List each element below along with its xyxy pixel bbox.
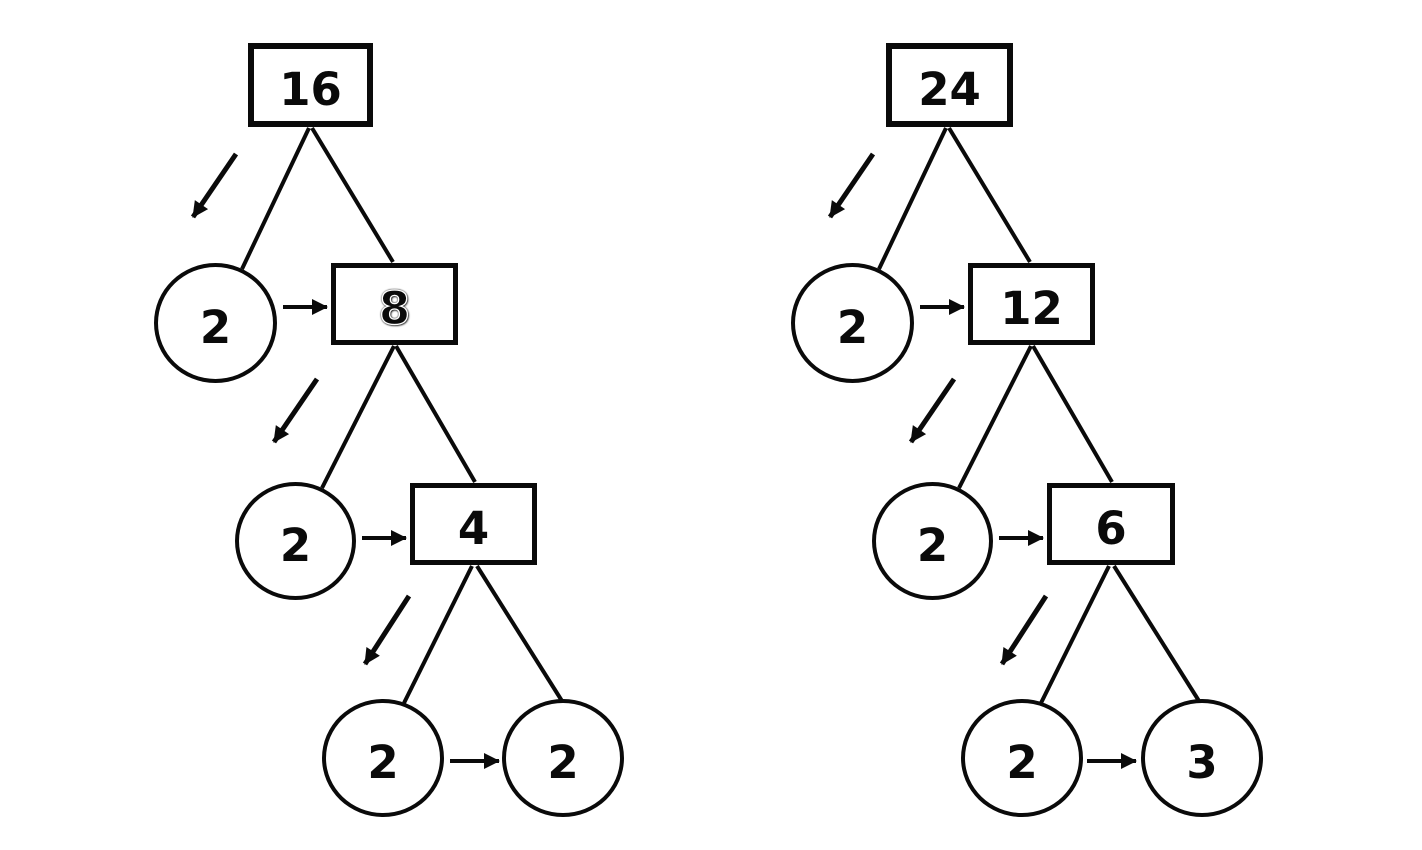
tree-16-quotient-1-box: 8 xyxy=(331,263,458,345)
edge-line xyxy=(947,126,1032,264)
edge-line xyxy=(957,345,1033,489)
edge-line xyxy=(1112,564,1201,703)
divisor-value: 2 xyxy=(836,300,869,354)
tree-16-divisor-3-circle: 2 xyxy=(322,699,444,817)
tree-16-root-box: 16 xyxy=(248,43,373,127)
quotient-value: 3 xyxy=(1186,735,1218,789)
edge-line xyxy=(877,127,948,270)
edge-line xyxy=(394,344,477,484)
edge-line xyxy=(320,345,396,489)
arrow-down-left-icon xyxy=(827,152,876,219)
tree-24-root-box: 24 xyxy=(886,43,1013,127)
arrow-down-left-icon xyxy=(908,377,957,444)
tree-24-quotient-3-circle: 3 xyxy=(1141,699,1263,817)
edge-line xyxy=(402,565,474,704)
divisor-value: 2 xyxy=(916,518,949,572)
root-value: 24 xyxy=(918,62,981,116)
quotient-value: 2 xyxy=(547,735,579,789)
quotient-value: 6 xyxy=(1095,501,1127,555)
tree-16-quotient-2-box: 4 xyxy=(410,483,537,565)
edge-line xyxy=(240,127,311,270)
edge-line xyxy=(310,126,395,264)
divisor-value: 2 xyxy=(199,300,232,354)
edge-line xyxy=(475,564,564,703)
tree-16-edges xyxy=(190,126,564,769)
root-value: 16 xyxy=(279,62,342,116)
edge-line xyxy=(1031,344,1114,484)
tree-16-divisor-2-circle: 2 xyxy=(235,482,356,600)
tree-24-divisor-2-circle: 2 xyxy=(872,482,993,600)
divisor-value: 2 xyxy=(279,518,312,572)
quotient-value: 12 xyxy=(1000,281,1063,335)
divisor-value: 2 xyxy=(367,735,399,789)
divisor-value: 2 xyxy=(1006,735,1038,789)
tree-24-quotient-1-box: 12 xyxy=(968,263,1095,345)
tree-24-divisor-3-circle: 2 xyxy=(961,699,1083,817)
arrow-down-left-icon xyxy=(999,594,1049,666)
tree-24-divisor-1-circle: 2 xyxy=(791,263,914,383)
arrow-down-left-icon xyxy=(190,152,239,219)
quotient-value: 8 xyxy=(378,281,411,335)
arrow-down-left-icon xyxy=(362,594,412,666)
arrow-down-left-icon xyxy=(271,377,320,444)
tree-24-quotient-2-box: 6 xyxy=(1047,483,1175,565)
quotient-value: 4 xyxy=(457,501,490,555)
edge-line xyxy=(1039,565,1111,704)
tree-16-quotient-3-circle: 2 xyxy=(502,699,624,817)
tree-16-divisor-1-circle: 2 xyxy=(154,263,277,383)
tree-24-edges xyxy=(827,126,1201,769)
